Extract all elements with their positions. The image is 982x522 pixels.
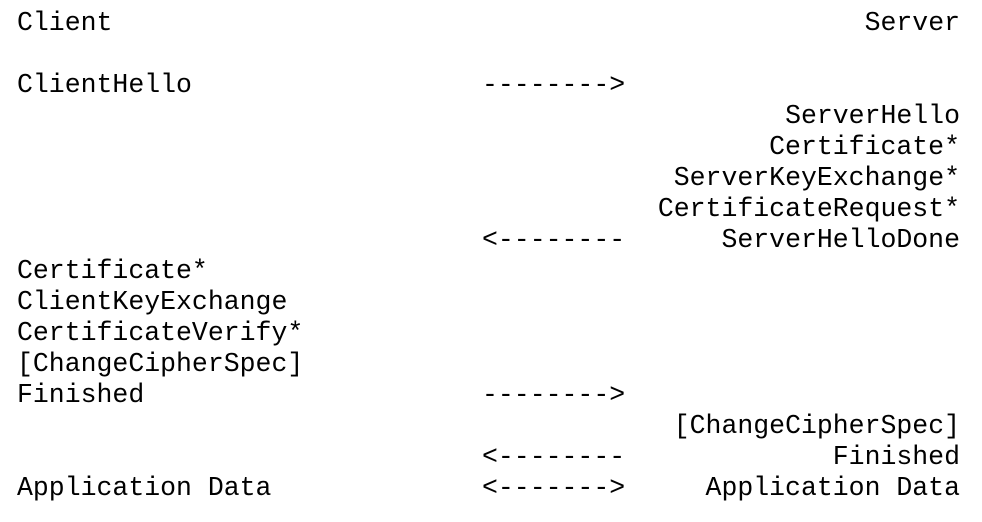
server-key-exchange-message: ServerKeyExchange* [673, 163, 960, 193]
server-label: Server [864, 8, 960, 38]
server-hello-done-message: ServerHelloDone [721, 225, 960, 255]
server-finished-message: Finished [832, 442, 960, 472]
server-to-client-arrow: <-------- [482, 225, 626, 255]
bidirectional-application-data-arrow: <-------> [482, 473, 626, 503]
client-label: Client [17, 8, 113, 38]
server-change-cipher-spec-message: [ChangeCipherSpec] [673, 411, 960, 441]
client-to-server-arrow: --------> [482, 70, 626, 100]
client-hello-message: ClientHello [17, 70, 192, 100]
server-hello-message: ServerHello [785, 101, 960, 131]
server-application-data-message: Application Data [705, 473, 960, 503]
certificate-request-message: CertificateRequest* [657, 194, 960, 224]
client-certificate-message: Certificate* [17, 256, 208, 286]
client-finished-message: Finished [17, 380, 145, 410]
client-application-data-message: Application Data [17, 473, 272, 503]
client-key-exchange-message: ClientKeyExchange [17, 287, 288, 317]
client-change-cipher-spec-message: [ChangeCipherSpec] [17, 349, 304, 379]
client-finished-arrow: --------> [482, 380, 626, 410]
server-finished-arrow: <-------- [482, 442, 626, 472]
server-certificate-message: Certificate* [769, 132, 960, 162]
certificate-verify-message: CertificateVerify* [17, 318, 304, 348]
